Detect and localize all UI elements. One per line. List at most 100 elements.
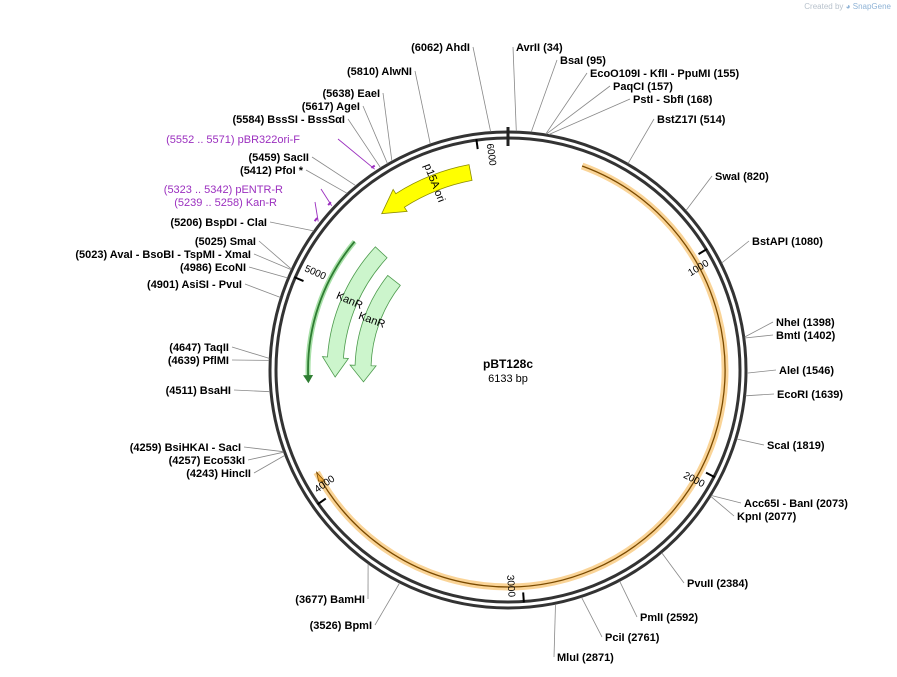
tick-label: 5000: [303, 264, 328, 283]
site-leader: [746, 369, 777, 374]
site-leader: [685, 175, 713, 211]
restriction-site-label[interactable]: (4901) AsiSI - PvuI: [147, 279, 242, 291]
site-leader: [721, 240, 750, 264]
annotation-arcs: [303, 162, 729, 591]
site-leader: [244, 283, 281, 298]
restriction-site-label[interactable]: (4257) Eco53kI: [169, 455, 245, 467]
restriction-site-label[interactable]: (5023) AvaI - BsoBI - TspMI - XmaI: [75, 249, 251, 261]
feature-kanr-b-arrow: [349, 274, 401, 383]
credit-brand: SnapGene: [852, 2, 891, 11]
site-leader: [546, 85, 611, 135]
restriction-site-label[interactable]: PaqCI (157): [613, 81, 673, 93]
site-leader: [231, 346, 270, 359]
restriction-site-label[interactable]: (5617) AgeI: [302, 101, 360, 113]
feature-p15a-ori-arrow: [381, 164, 473, 215]
restriction-site-label[interactable]: PciI (2761): [605, 632, 660, 644]
snapgene-logo-icon: ◕: [845, 2, 851, 11]
site-leader: [305, 169, 348, 194]
restriction-site-label[interactable]: (4639) PflMI: [168, 355, 229, 367]
primer-leader: [314, 201, 319, 222]
restriction-site-label[interactable]: (4647) TaqII: [169, 342, 229, 354]
site-leader: [736, 438, 765, 446]
restriction-site-label[interactable]: (3677) BamHI: [295, 594, 365, 606]
plasmid-name: pBT128c: [483, 357, 533, 371]
tick-mark: [317, 497, 327, 506]
site-leader: [710, 496, 735, 517]
site-leader: [382, 92, 393, 162]
restriction-site-label[interactable]: (5025) SmaI: [195, 236, 256, 248]
tick-mark: [293, 276, 304, 283]
restriction-site-label[interactable]: (5638) EaeI: [323, 88, 380, 100]
site-leader: [545, 72, 588, 135]
site-leader: [619, 581, 638, 618]
restriction-site-label[interactable]: (4259) BsiHKAI - SacI: [130, 442, 241, 454]
tick-mark: [475, 139, 479, 150]
restriction-site-label[interactable]: ScaI (1819): [767, 440, 825, 452]
primer-binding-mark: [370, 164, 376, 169]
primer-label[interactable]: (5552 .. 5571) pBR322ori-F: [166, 134, 300, 146]
restriction-site-label[interactable]: EcoRI (1639): [777, 389, 843, 401]
site-leader: [248, 266, 288, 279]
site-leader: [311, 156, 357, 187]
restriction-site-label[interactable]: (6062) AhdI: [411, 42, 470, 54]
site-leader: [347, 118, 381, 169]
primer-binding-mark: [327, 201, 332, 206]
restriction-site-label[interactable]: (5459) SacII: [248, 152, 309, 164]
tick-label: 6000: [484, 143, 498, 167]
restriction-site-label[interactable]: Acc65I - BanI (2073): [744, 498, 848, 510]
tick-label: 1000: [686, 258, 711, 279]
restriction-site-label[interactable]: AvrII (34): [516, 42, 563, 54]
orange-arc-line: [316, 165, 726, 588]
snapgene-credit: Created by ◕ SnapGene: [804, 2, 891, 11]
site-leader: [744, 334, 774, 339]
site-leader: [374, 582, 400, 626]
restriction-site-label[interactable]: (5810) AlwNI: [347, 66, 412, 78]
restriction-site-label[interactable]: PmlI (2592): [640, 612, 698, 624]
tick-mark: [698, 248, 708, 255]
restriction-site-label[interactable]: BsaI (95): [560, 55, 606, 67]
site-leader: [581, 597, 603, 638]
credit-prefix: Created by: [804, 2, 844, 11]
green-arc-arrowhead: [303, 374, 314, 384]
primer-label[interactable]: (5239 .. 5258) Kan-R: [174, 197, 277, 209]
plasmid-length: 6133 bp: [488, 373, 528, 385]
restriction-site-label[interactable]: (4986) EcoNI: [180, 262, 246, 274]
restriction-site-label[interactable]: PstI - SbfI (168): [633, 94, 713, 106]
restriction-site-label[interactable]: NheI (1398): [776, 317, 835, 329]
site-leader: [711, 495, 742, 504]
site-leader: [269, 221, 314, 232]
tick-mark: [522, 592, 525, 603]
tick-mark: [705, 471, 716, 479]
site-leader: [744, 321, 774, 338]
restriction-site-label[interactable]: BstZ17I (514): [657, 114, 726, 126]
restriction-site-label[interactable]: BstAPI (1080): [752, 236, 823, 248]
restriction-site-label[interactable]: BmtI (1402): [776, 330, 836, 342]
restriction-site-label[interactable]: EcoO109I - KflI - PpuMI (155): [590, 68, 739, 80]
site-leader: [472, 46, 491, 132]
restriction-site-label[interactable]: (4511) BsaHI: [166, 385, 231, 397]
restriction-site-label[interactable]: MluI (2871): [557, 652, 614, 664]
restriction-site-label[interactable]: (5412) PfoI *: [240, 165, 304, 177]
restriction-site-label[interactable]: (5584) BssSI - BssSαI: [232, 114, 345, 126]
restriction-site-label[interactable]: KpnI (2077): [737, 511, 797, 523]
restriction-site-label[interactable]: (5206) BspDI - ClaI: [170, 217, 267, 229]
restriction-site-label[interactable]: SwaI (820): [715, 171, 769, 183]
restriction-site-label[interactable]: AleI (1546): [779, 365, 834, 377]
restriction-site-label[interactable]: (4243) HincII: [186, 468, 251, 480]
site-leader: [414, 70, 431, 145]
orange-arc-arrowhead: [315, 471, 326, 482]
site-leader: [512, 46, 517, 132]
primer-annotations: (5552 .. 5571) pBR322ori-F (5323 .. 5342)…: [164, 134, 376, 222]
tick-label: 3000: [504, 575, 517, 598]
primer-label[interactable]: (5323 .. 5342) pENTR-R: [164, 184, 283, 196]
site-labels: (6062) AhdI AvrII (34)BsaI (95)EcoO109I -…: [75, 42, 848, 664]
site-leader: [233, 389, 271, 393]
feature-kanr-a-arrow: [321, 246, 388, 378]
site-leader: [745, 393, 775, 397]
restriction-site-label[interactable]: PvuII (2384): [687, 578, 748, 590]
site-leader: [247, 451, 284, 461]
restriction-site-label[interactable]: (3526) BpmI: [310, 620, 372, 632]
site-leader: [243, 446, 284, 453]
